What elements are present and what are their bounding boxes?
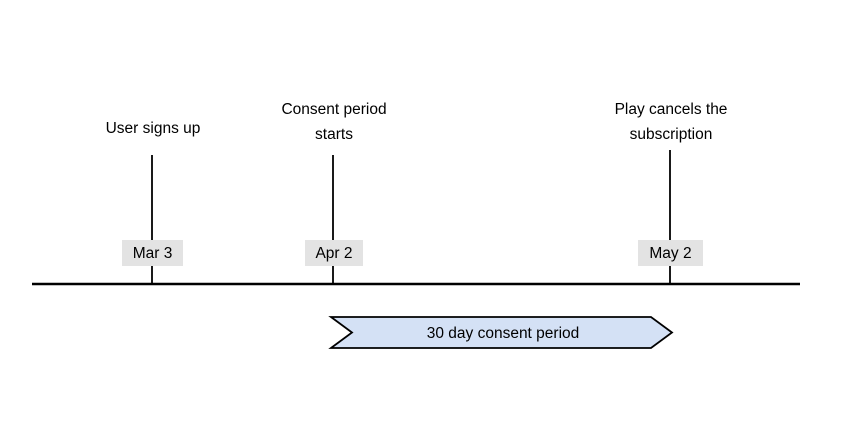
event-label-consent-period-starts-line1: Consent period: [281, 101, 386, 118]
event-label-user-signs-up: User signs up: [106, 120, 201, 137]
date-label-mar-3: Mar 3: [133, 245, 173, 262]
date-chip-background-mar-3: [122, 240, 183, 266]
event-label-play-cancels-subscription-line2: subscription: [630, 126, 713, 143]
event-label-consent-period-starts-line2: starts: [315, 126, 353, 143]
consent-period-band-label: 30 day consent period: [427, 325, 580, 342]
event-label-play-cancels-subscription-line1: Play cancels the: [615, 101, 728, 118]
date-label-may-2: May 2: [649, 245, 691, 262]
timeline-event-play-cancels-subscription[interactable]: Play cancels the subscription May 2: [615, 101, 728, 284]
consent-period-band-shape: [328, 316, 674, 349]
timeline-event-consent-period-starts[interactable]: Consent period starts Apr 2: [281, 101, 387, 284]
date-chip-background-may-2: [638, 240, 703, 266]
consent-period-band[interactable]: 30 day consent period: [328, 316, 674, 349]
timeline-event-user-signs-up[interactable]: User signs up Mar 3: [106, 120, 201, 284]
date-chip-background-apr-2: [305, 240, 363, 266]
date-label-apr-2: Apr 2: [315, 245, 352, 262]
